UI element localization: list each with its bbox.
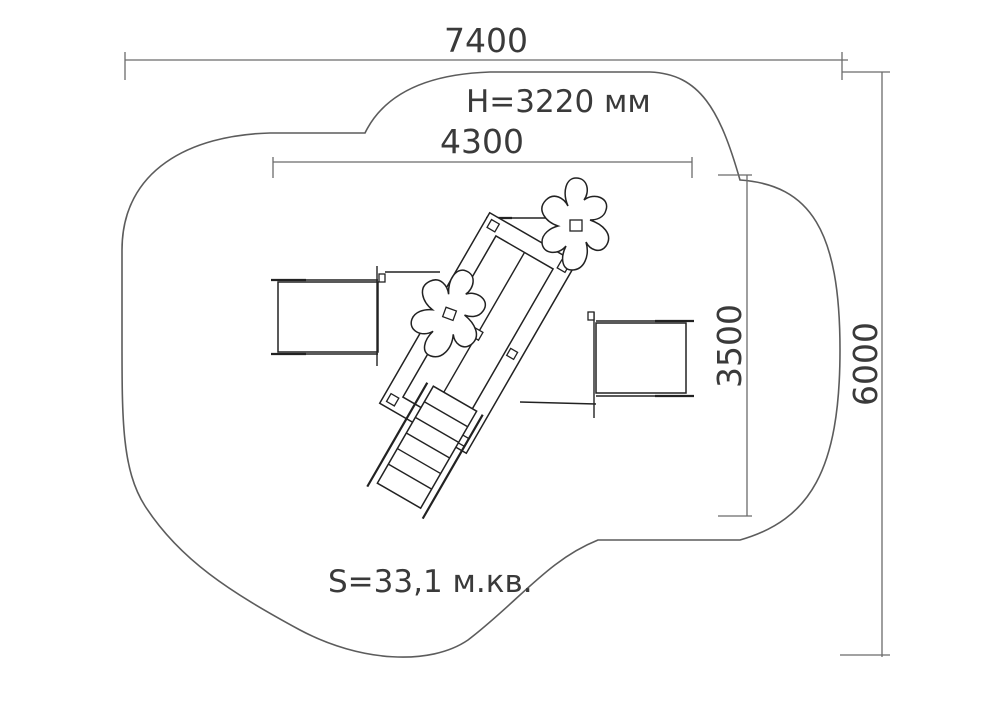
left-slide (271, 266, 386, 366)
dimension-overall-depth-label: 6000 (846, 322, 885, 406)
ladder (366, 382, 484, 520)
flower-roof-lower (410, 269, 487, 358)
dimension-overall-width: 7400 (124, 21, 848, 80)
dimension-equipment-depth-label: 3500 (710, 304, 749, 388)
safety-zone-outline (121, 71, 841, 658)
right-slide (519, 311, 694, 418)
dimension-equipment-depth: 3500 (710, 174, 752, 517)
dimension-overall-width-label: 7400 (444, 21, 528, 60)
area-note: S=33,1 м.кв. (328, 564, 533, 600)
dimension-equipment-width: 4300 (272, 122, 693, 178)
flower-roof-upper (541, 177, 610, 271)
dimension-overall-depth: 6000 (840, 71, 890, 657)
playground-equipment (271, 177, 694, 520)
height-note: H=3220 мм (466, 84, 651, 120)
dimension-equipment-width-label: 4300 (440, 122, 524, 161)
